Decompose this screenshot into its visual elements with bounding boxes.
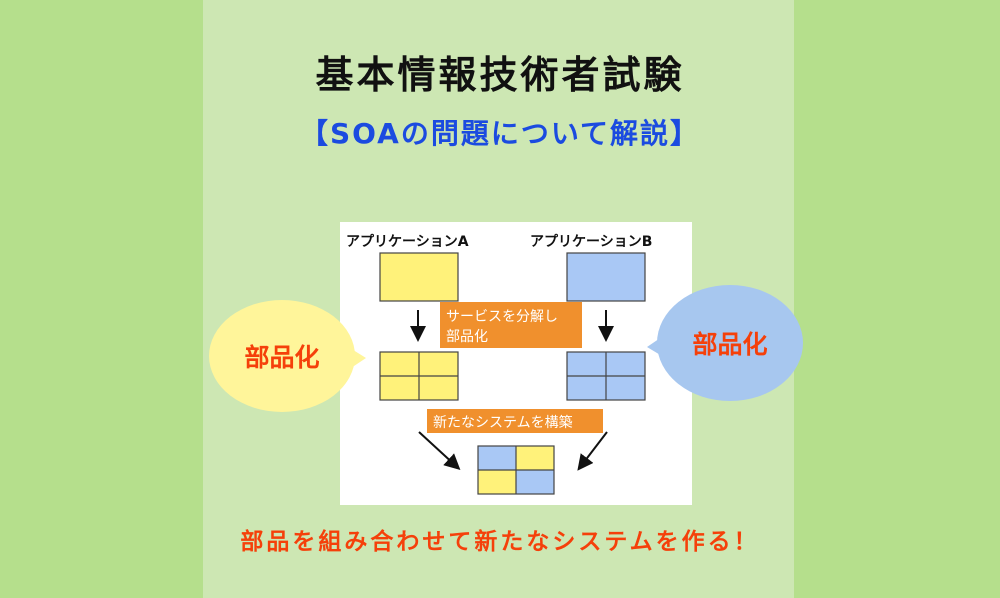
app-b-components	[566, 351, 646, 401]
arrow-diag-right	[577, 431, 608, 471]
bubble-left	[209, 300, 355, 412]
app-a-label: アプリケーションA	[346, 234, 469, 250]
build-label: 新たなシステムを構築	[433, 415, 573, 431]
split-label-bg	[440, 302, 582, 348]
app-b-label: アプリケーションB	[530, 234, 652, 250]
app-b-box	[566, 252, 646, 302]
footer-caption: 部品を組み合わせて新たなシステムを作る！	[240, 529, 760, 555]
bubble-right-text: 部品化	[692, 330, 767, 359]
arrow-diag-left	[418, 431, 461, 471]
split-label-line2: 部品化	[446, 329, 488, 345]
new-system-box	[477, 445, 555, 495]
bubble-left-text: 部品化	[244, 343, 319, 372]
build-label-bg	[427, 409, 603, 433]
app-a-components	[379, 351, 459, 401]
page-subtitle: 【SOAの問題について解説】	[299, 117, 701, 150]
split-label-line1: サービスを分解し	[446, 309, 558, 325]
bubble-right	[657, 285, 803, 401]
page-title: 基本情報技術者試験	[315, 53, 685, 97]
app-a-box	[379, 252, 459, 302]
